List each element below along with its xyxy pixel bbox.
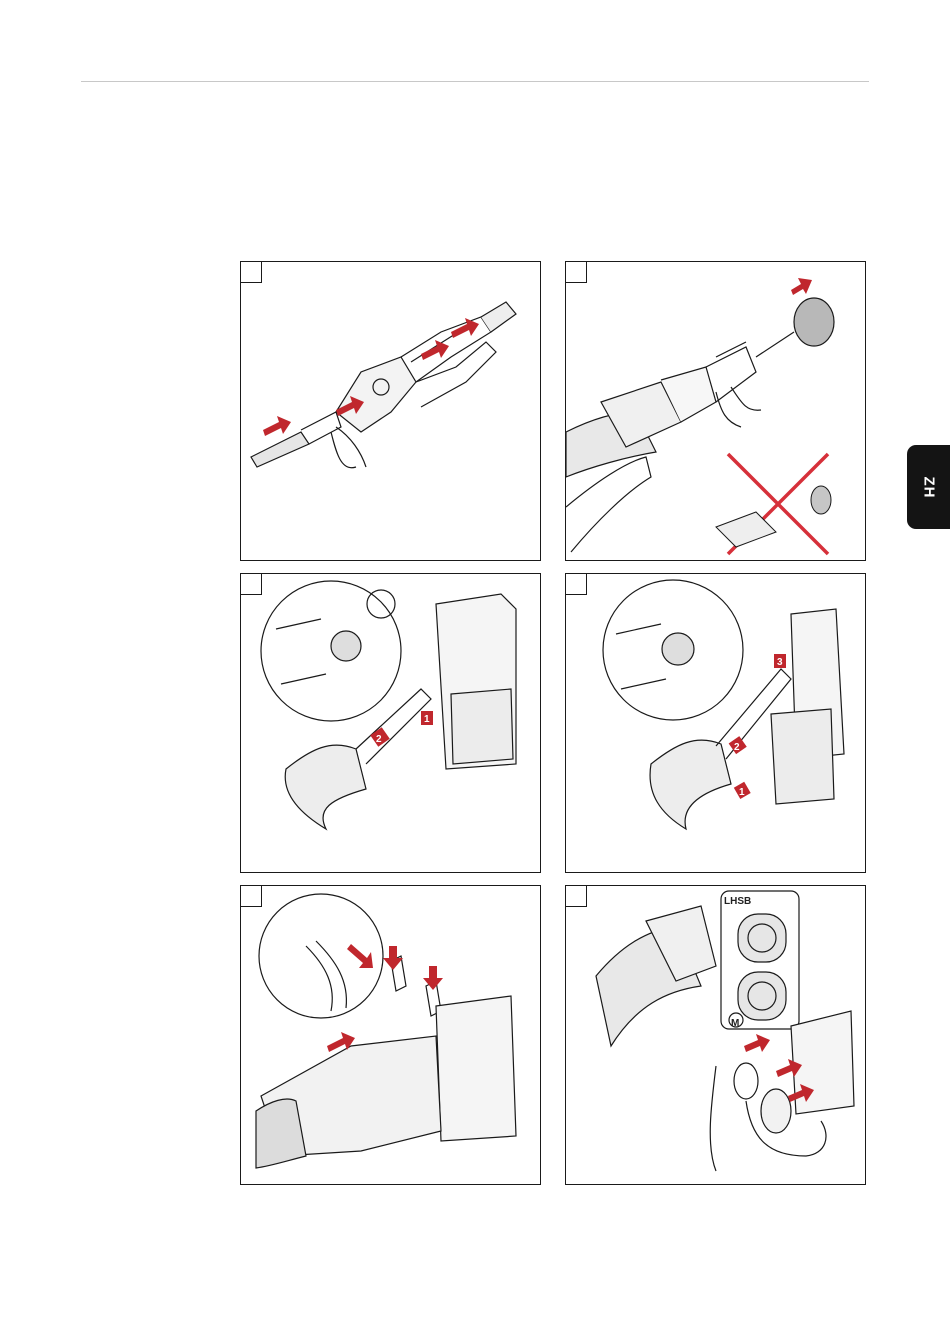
torch-fastening-illustration: 2 1 3 xyxy=(566,574,866,873)
step-number-box xyxy=(566,262,587,283)
step-number-box xyxy=(241,262,262,283)
figure-step-2 xyxy=(565,261,866,561)
push-arrow-icon xyxy=(744,1034,770,1052)
figure-step-5 xyxy=(240,885,541,1185)
step-number-box xyxy=(241,886,262,907)
step-number-box xyxy=(566,886,587,907)
connector-mark: M xyxy=(731,1018,739,1029)
push-arrow-icon xyxy=(421,340,449,360)
torch-mounting-illustration: 2 1 xyxy=(241,574,541,873)
callout-label: 2 xyxy=(734,742,740,753)
push-arrow-icon xyxy=(383,946,403,970)
step-number-box xyxy=(566,574,587,595)
step-number-box xyxy=(241,574,262,595)
nozzle-removal-illustration xyxy=(566,262,866,561)
cable-connection-illustration: LHSB M xyxy=(566,886,866,1185)
cover-mounting-illustration xyxy=(241,886,541,1185)
language-tab-label: ZH xyxy=(920,476,937,498)
figure-step-6: LHSB M xyxy=(565,885,866,1185)
figure-step-4: 2 1 3 xyxy=(565,573,866,873)
callout-label: 3 xyxy=(777,657,783,668)
callout-label: 1 xyxy=(424,714,430,725)
push-arrow-icon xyxy=(263,416,291,436)
figure-step-1 xyxy=(240,261,541,561)
callout-label: 1 xyxy=(739,787,745,798)
figure-step-3: 2 1 xyxy=(240,573,541,873)
pull-arrow-icon xyxy=(791,278,812,295)
header-rule xyxy=(81,81,869,82)
push-arrow-icon xyxy=(451,318,479,338)
connector-label: LHSB xyxy=(724,896,751,907)
language-tab[interactable]: ZH xyxy=(907,445,950,529)
torch-disassembly-illustration xyxy=(241,262,541,561)
callout-label: 2 xyxy=(376,734,382,745)
